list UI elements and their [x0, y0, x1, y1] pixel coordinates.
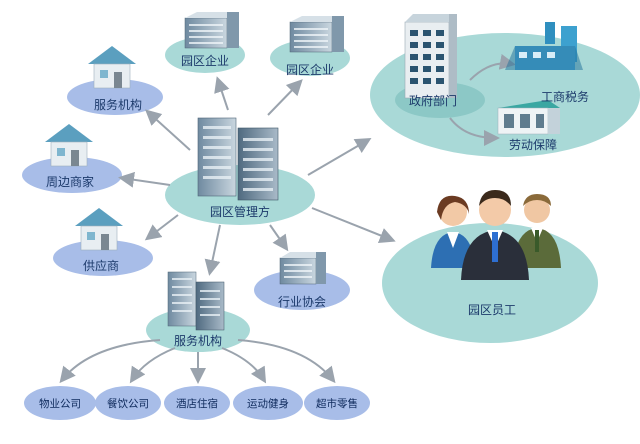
arrow-to-assoc [269, 224, 289, 252]
label-labor: 劳动保障 [509, 137, 557, 152]
service-label-3: 运动健身 [247, 397, 289, 410]
label-assoc: 行业协会 [278, 294, 326, 309]
service-pills [24, 386, 370, 420]
office-building-icon [197, 117, 279, 201]
service-label-0: 物业公司 [39, 397, 81, 410]
arrow-to-service-1 [129, 347, 176, 384]
arrow-to-enterprise-1 [214, 76, 230, 111]
arrow-gov-to-labor [449, 117, 500, 146]
office-building-icon [497, 100, 560, 135]
service-label-2: 酒店住宿 [176, 397, 218, 410]
label-park-mgmt: 园区管理方 [210, 204, 270, 219]
label-enterprise-2: 园区企业 [286, 62, 334, 77]
label-enterprise-1: 园区企业 [181, 53, 229, 68]
office-building-icon [184, 12, 239, 49]
label-service-top: 服务机构 [94, 97, 142, 112]
platform-supplier [53, 240, 153, 276]
label-service-bottom: 服务机构 [174, 333, 222, 348]
house-icon [88, 46, 136, 89]
office-building-icon [404, 14, 457, 99]
arrow-to-service-bottom [204, 224, 221, 276]
service-pill-1 [95, 386, 161, 420]
service-label-1: 餐饮公司 [107, 397, 149, 410]
platform-merchants [22, 157, 122, 193]
arrow-to-staff [311, 207, 396, 243]
people-icon [431, 190, 561, 280]
arrow-to-merchants [118, 171, 171, 188]
arrow-to-enterprise-2 [267, 79, 303, 116]
platform-service-top [67, 79, 163, 115]
office-building-icon [167, 271, 225, 331]
office-building-icon [289, 16, 344, 53]
label-government: 政府部门 [409, 93, 457, 108]
label-supplier: 供应商 [83, 258, 119, 273]
arrow-to-service-top [145, 109, 191, 151]
house-icon [75, 208, 123, 251]
arrow-to-service-3 [221, 347, 267, 384]
arrow-to-service-0 [59, 339, 161, 384]
arrows [59, 53, 516, 384]
label-merchants: 周边商家 [46, 174, 94, 189]
service-label-4: 超市零售 [316, 397, 358, 410]
house-icon [45, 124, 93, 167]
label-tax: 工商税务 [541, 89, 589, 104]
office-building-icon [279, 252, 326, 285]
arrow-to-service-4 [237, 339, 336, 384]
factory-icon [505, 22, 583, 70]
service-pill-3 [233, 386, 303, 420]
service-pill-0 [24, 386, 96, 420]
label-staff: 园区员工 [468, 303, 516, 317]
arrow-to-supplier [144, 214, 179, 241]
service-pill-2 [164, 386, 230, 420]
arrow-to-government [307, 137, 372, 176]
service-pill-4 [304, 386, 370, 420]
